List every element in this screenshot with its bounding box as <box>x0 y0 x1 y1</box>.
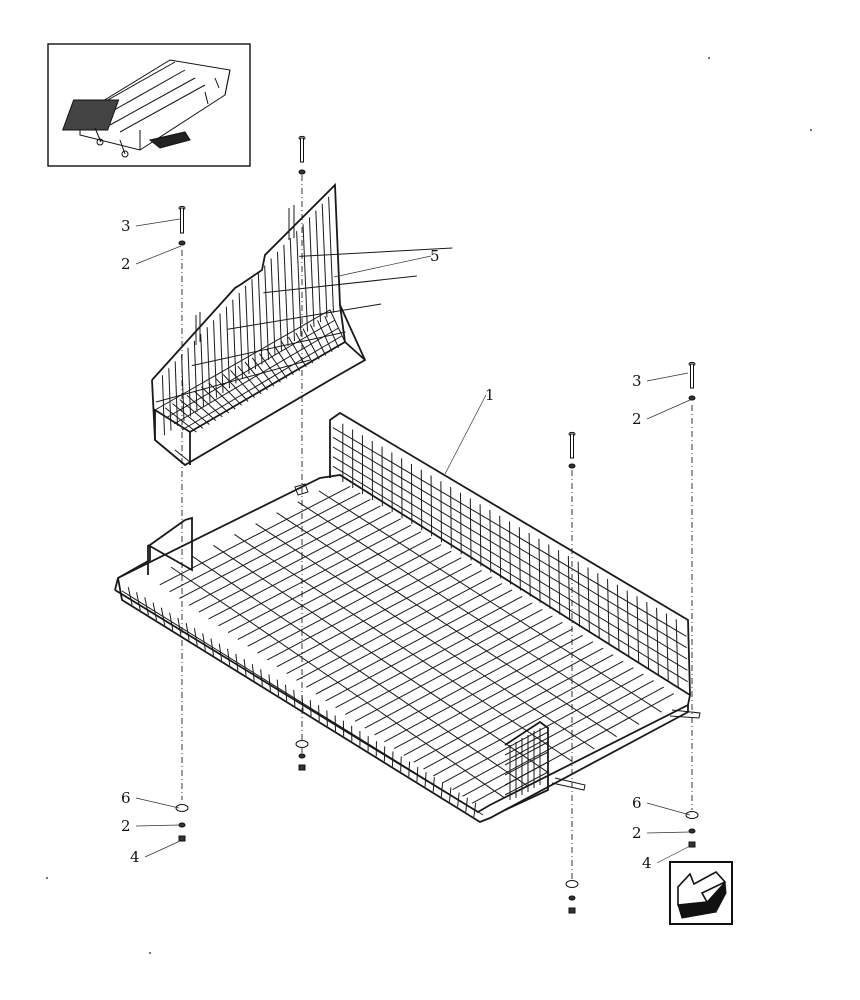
callout-c1: 1 <box>444 386 495 475</box>
washer-icon <box>688 395 696 401</box>
leader-line <box>646 372 689 382</box>
callout-number: 4 <box>130 848 140 866</box>
bolt-icon <box>568 431 576 459</box>
nut-icon <box>178 835 186 842</box>
back-wall-mesh <box>332 423 688 687</box>
large-washer-icon <box>175 804 189 812</box>
callout-c2b: 2 <box>632 399 691 428</box>
leader-line <box>656 845 691 864</box>
callout-c4a: 4 <box>130 840 181 866</box>
callout-number: 2 <box>632 410 642 428</box>
washer-icon <box>298 169 306 175</box>
leader-line <box>333 255 432 278</box>
callout-c2c: 2 <box>121 817 181 835</box>
large-washer-icon <box>565 880 579 888</box>
floor-basket <box>114 411 701 824</box>
callout-number: 2 <box>632 824 642 842</box>
callout-c3b: 3 <box>632 372 689 390</box>
bolt-icon <box>688 361 696 389</box>
locator-inset <box>47 43 251 167</box>
nut-icon <box>568 907 576 914</box>
leader-line <box>646 802 691 816</box>
washer-icon <box>178 240 186 246</box>
callout-number: 3 <box>121 217 131 235</box>
callout-c3a: 3 <box>121 217 181 235</box>
bolt-icon <box>178 205 186 234</box>
leader-line <box>646 831 691 834</box>
fasteners <box>175 135 699 914</box>
divider-basket <box>151 182 453 467</box>
callout-c2d: 2 <box>632 824 691 842</box>
leader-line <box>135 824 181 827</box>
callout-c2a: 2 <box>121 245 182 273</box>
leader-line <box>646 399 691 420</box>
nut-icon <box>298 764 306 771</box>
callout-number: 6 <box>632 794 642 812</box>
callout-number: 5 <box>430 247 440 265</box>
large-washer-icon <box>295 740 309 748</box>
assembly-axes <box>181 175 693 880</box>
callout-c6a: 6 <box>121 789 180 809</box>
washer-icon <box>688 828 696 834</box>
nut-icon <box>688 841 696 848</box>
leader-line <box>135 797 180 809</box>
divider-grid <box>155 196 453 436</box>
bolt-icon <box>298 135 306 163</box>
callout-c6b: 6 <box>632 794 691 816</box>
large-washer-icon <box>685 811 699 819</box>
callout-c4b: 4 <box>642 845 691 872</box>
callout-number: 2 <box>121 255 131 273</box>
washer-icon <box>568 895 576 901</box>
direction-arrow-box <box>669 861 733 925</box>
arrow-icon <box>677 870 727 919</box>
washer-icon <box>568 463 576 469</box>
frame-thumbnail-icon <box>62 59 231 158</box>
callout-number: 6 <box>121 789 131 807</box>
callout-number: 2 <box>121 817 131 835</box>
leader-line <box>135 218 181 227</box>
floor-mesh <box>159 486 675 804</box>
leader-line <box>144 840 181 858</box>
front-wall-mesh <box>121 587 484 818</box>
stray-marks <box>46 57 812 954</box>
callout-number: 4 <box>642 854 652 872</box>
leader-line <box>444 394 487 475</box>
callout-number: 3 <box>632 372 642 390</box>
washer-icon <box>298 753 306 759</box>
leader-line <box>135 245 182 265</box>
callout-c5: 5 <box>333 247 440 278</box>
end-wall-mesh <box>504 728 549 800</box>
callout-number: 1 <box>485 386 495 404</box>
